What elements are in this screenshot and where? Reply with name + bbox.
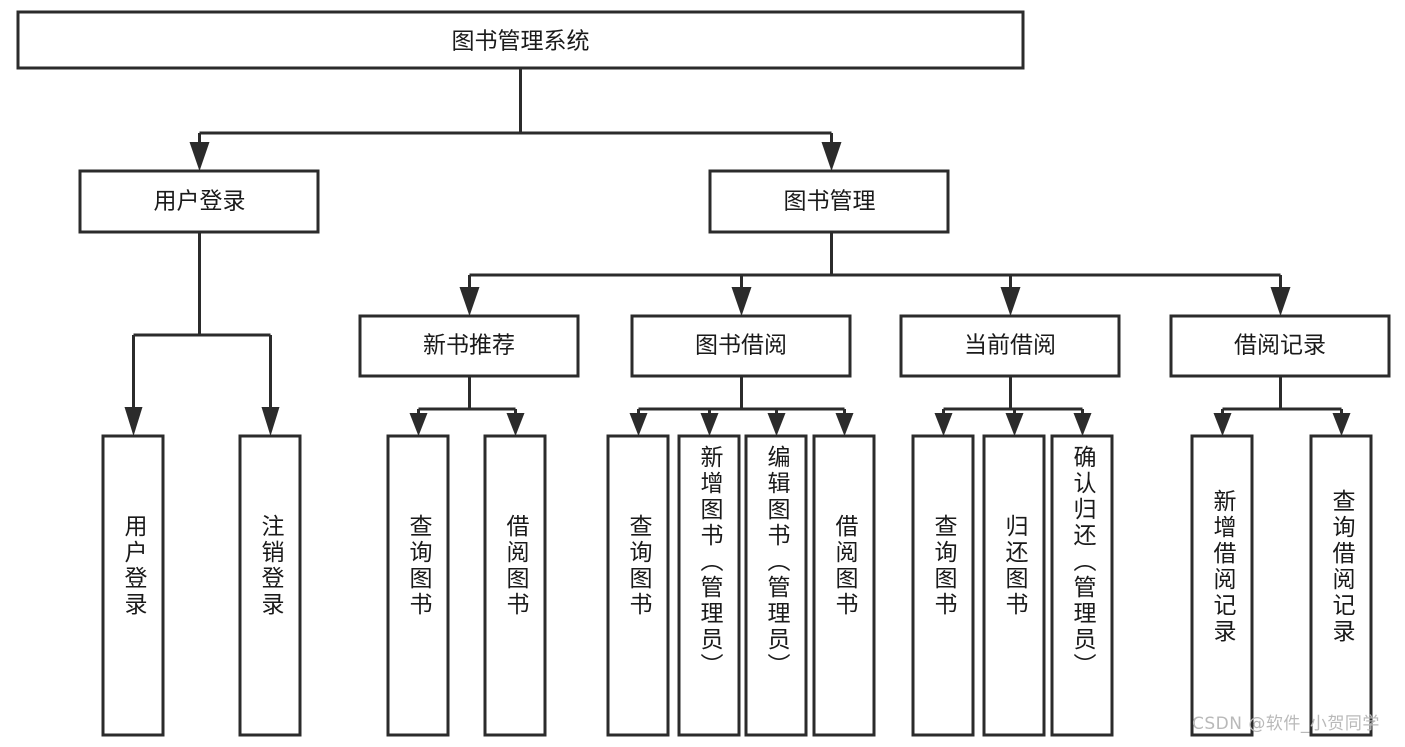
node-book-manage-label: 图书管理 bbox=[784, 189, 876, 215]
leaf-label-wrap-add-book: 新增图书（管理员） bbox=[679, 445, 739, 735]
leaf-label-wrap-return-book: 归还图书 bbox=[984, 514, 1044, 735]
arrow-head-leaf-query-book-current bbox=[934, 413, 953, 436]
connector-group-borrow-record bbox=[1213, 376, 1351, 436]
arrow-head-leaf-user-logout bbox=[261, 407, 280, 436]
node-book-borrow[interactable]: 图书借阅 bbox=[630, 314, 852, 378]
node-new-book-recommend-label: 新书推荐 bbox=[423, 333, 515, 359]
node-leaf-add-borrow-record-box[interactable] bbox=[1190, 434, 1254, 737]
leaf-label-wrap-borrow-book-recommend: 借阅图书 bbox=[485, 514, 545, 735]
arrow-head-leaf-query-borrow-record bbox=[1332, 413, 1351, 436]
node-leaf-user-login-label: 用户登录 bbox=[120, 514, 147, 618]
connector-group-book-borrow bbox=[629, 376, 854, 436]
node-book-manage-box[interactable] bbox=[708, 169, 950, 234]
arrow-head-leaf-query-book-borrow bbox=[629, 413, 648, 436]
node-leaf-query-book-current-label: 查询图书 bbox=[930, 514, 957, 618]
node-leaf-user-login-box[interactable] bbox=[101, 434, 165, 737]
node-user-login[interactable]: 用户登录 bbox=[78, 169, 320, 234]
node-book-borrow-box[interactable] bbox=[630, 314, 852, 378]
node-borrow-record-box[interactable] bbox=[1169, 314, 1391, 378]
connector-group-current-borrow bbox=[934, 376, 1092, 436]
node-root-label: 图书管理系统 bbox=[452, 29, 590, 55]
connector-group-book-manage bbox=[459, 232, 1291, 316]
node-leaf-query-borrow-record-label: 查询借阅记录 bbox=[1328, 489, 1355, 645]
arrow-head-leaf-edit-book bbox=[767, 413, 786, 436]
node-leaf-query-book-recommend-box[interactable] bbox=[386, 434, 450, 737]
connector-group-root bbox=[189, 68, 842, 171]
node-leaf-query-borrow-record-box[interactable] bbox=[1309, 434, 1373, 737]
arrow-head-book-manage bbox=[821, 142, 842, 171]
node-book-borrow-label: 图书借阅 bbox=[695, 333, 787, 359]
leaf-boxes bbox=[101, 434, 1373, 737]
node-leaf-return-book-box[interactable] bbox=[982, 434, 1046, 737]
watermark-text: CSDN @软件_小贺同学 bbox=[1192, 714, 1380, 734]
arrow-head-leaf-add-borrow-record bbox=[1213, 413, 1232, 436]
node-borrow-record[interactable]: 借阅记录 bbox=[1169, 314, 1391, 378]
node-user-login-label: 用户登录 bbox=[154, 189, 246, 215]
leaf-label-wrap-add-borrow-record: 新增借阅记录 bbox=[1192, 489, 1252, 735]
node-leaf-confirm-return-box[interactable] bbox=[1050, 434, 1114, 737]
node-leaf-return-book-label: 归还图书 bbox=[1001, 514, 1028, 618]
arrow-head-leaf-borrow-book-recommend bbox=[506, 413, 525, 436]
connector-group-new-book-recommend bbox=[409, 376, 525, 436]
arrow-head-leaf-confirm-return bbox=[1073, 413, 1092, 436]
node-leaf-add-book-label: 新增图书（管理员） bbox=[696, 445, 723, 679]
node-leaf-query-book-current-box[interactable] bbox=[911, 434, 975, 737]
leaf-label-wrap-user-login: 用户登录 bbox=[103, 514, 163, 735]
node-leaf-borrow-book-box[interactable] bbox=[812, 434, 876, 737]
node-leaf-user-logout-box[interactable] bbox=[238, 434, 302, 737]
leaf-label-wrap-confirm-return: 确认归还（管理员） bbox=[1052, 445, 1112, 735]
node-leaf-query-book-borrow-label: 查询图书 bbox=[625, 514, 652, 618]
node-leaf-user-logout-label: 注销登录 bbox=[257, 514, 284, 618]
arrow-head-book-borrow bbox=[731, 287, 752, 316]
leaf-label-wrap-query-book-current: 查询图书 bbox=[913, 514, 973, 735]
arrow-head-current-borrow bbox=[1000, 287, 1021, 316]
leaf-label-wrap-query-book-recommend: 查询图书 bbox=[388, 514, 448, 735]
leaf-label-wrap-query-borrow-record: 查询借阅记录 bbox=[1311, 489, 1371, 735]
node-new-book-recommend-box[interactable] bbox=[358, 314, 580, 378]
node-new-book-recommend[interactable]: 新书推荐 bbox=[358, 314, 580, 378]
node-leaf-add-book-box[interactable] bbox=[677, 434, 741, 737]
node-leaf-borrow-book-recommend-box[interactable] bbox=[483, 434, 547, 737]
node-leaf-edit-book-box[interactable] bbox=[744, 434, 808, 737]
node-leaf-borrow-book-recommend-label: 借阅图书 bbox=[502, 514, 529, 618]
node-leaf-edit-book-label: 编辑图书（管理员） bbox=[763, 445, 790, 679]
node-current-borrow-box[interactable] bbox=[899, 314, 1121, 378]
leaf-label-wrap-edit-book: 编辑图书（管理员） bbox=[746, 445, 806, 735]
leaf-label-wrap-query-book-borrow: 查询图书 bbox=[608, 514, 668, 735]
node-leaf-query-book-borrow-box[interactable] bbox=[606, 434, 670, 737]
arrow-head-user-login bbox=[189, 142, 210, 171]
arrow-head-leaf-borrow-book bbox=[835, 413, 854, 436]
node-leaf-query-book-recommend-label: 查询图书 bbox=[405, 514, 432, 618]
arrow-head-borrow-record bbox=[1270, 287, 1291, 316]
node-leaf-borrow-book-label: 借阅图书 bbox=[831, 514, 858, 618]
arrow-head-leaf-query-book-recommend bbox=[409, 413, 428, 436]
node-leaf-confirm-return-label: 确认归还（管理员） bbox=[1069, 445, 1096, 679]
node-current-borrow[interactable]: 当前借阅 bbox=[899, 314, 1121, 378]
node-current-borrow-label: 当前借阅 bbox=[964, 333, 1056, 359]
node-root-box[interactable] bbox=[16, 10, 1025, 70]
arrow-head-new-book-recommend bbox=[459, 287, 480, 316]
leaf-label-wrap-borrow-book: 借阅图书 bbox=[814, 514, 874, 735]
arrow-head-leaf-add-book bbox=[700, 413, 719, 436]
node-leaf-add-borrow-record-label: 新增借阅记录 bbox=[1209, 489, 1236, 645]
connector-group-user-login bbox=[124, 232, 280, 436]
node-borrow-record-label: 借阅记录 bbox=[1234, 333, 1326, 359]
node-root[interactable]: 图书管理系统 bbox=[16, 10, 1025, 70]
arrow-head-leaf-user-login bbox=[124, 407, 143, 436]
node-book-manage[interactable]: 图书管理 bbox=[708, 169, 950, 234]
leaf-label-wrap-user-logout: 注销登录 bbox=[240, 514, 300, 735]
arrow-head-leaf-return-book bbox=[1005, 413, 1024, 436]
node-user-login-box[interactable] bbox=[78, 169, 320, 234]
